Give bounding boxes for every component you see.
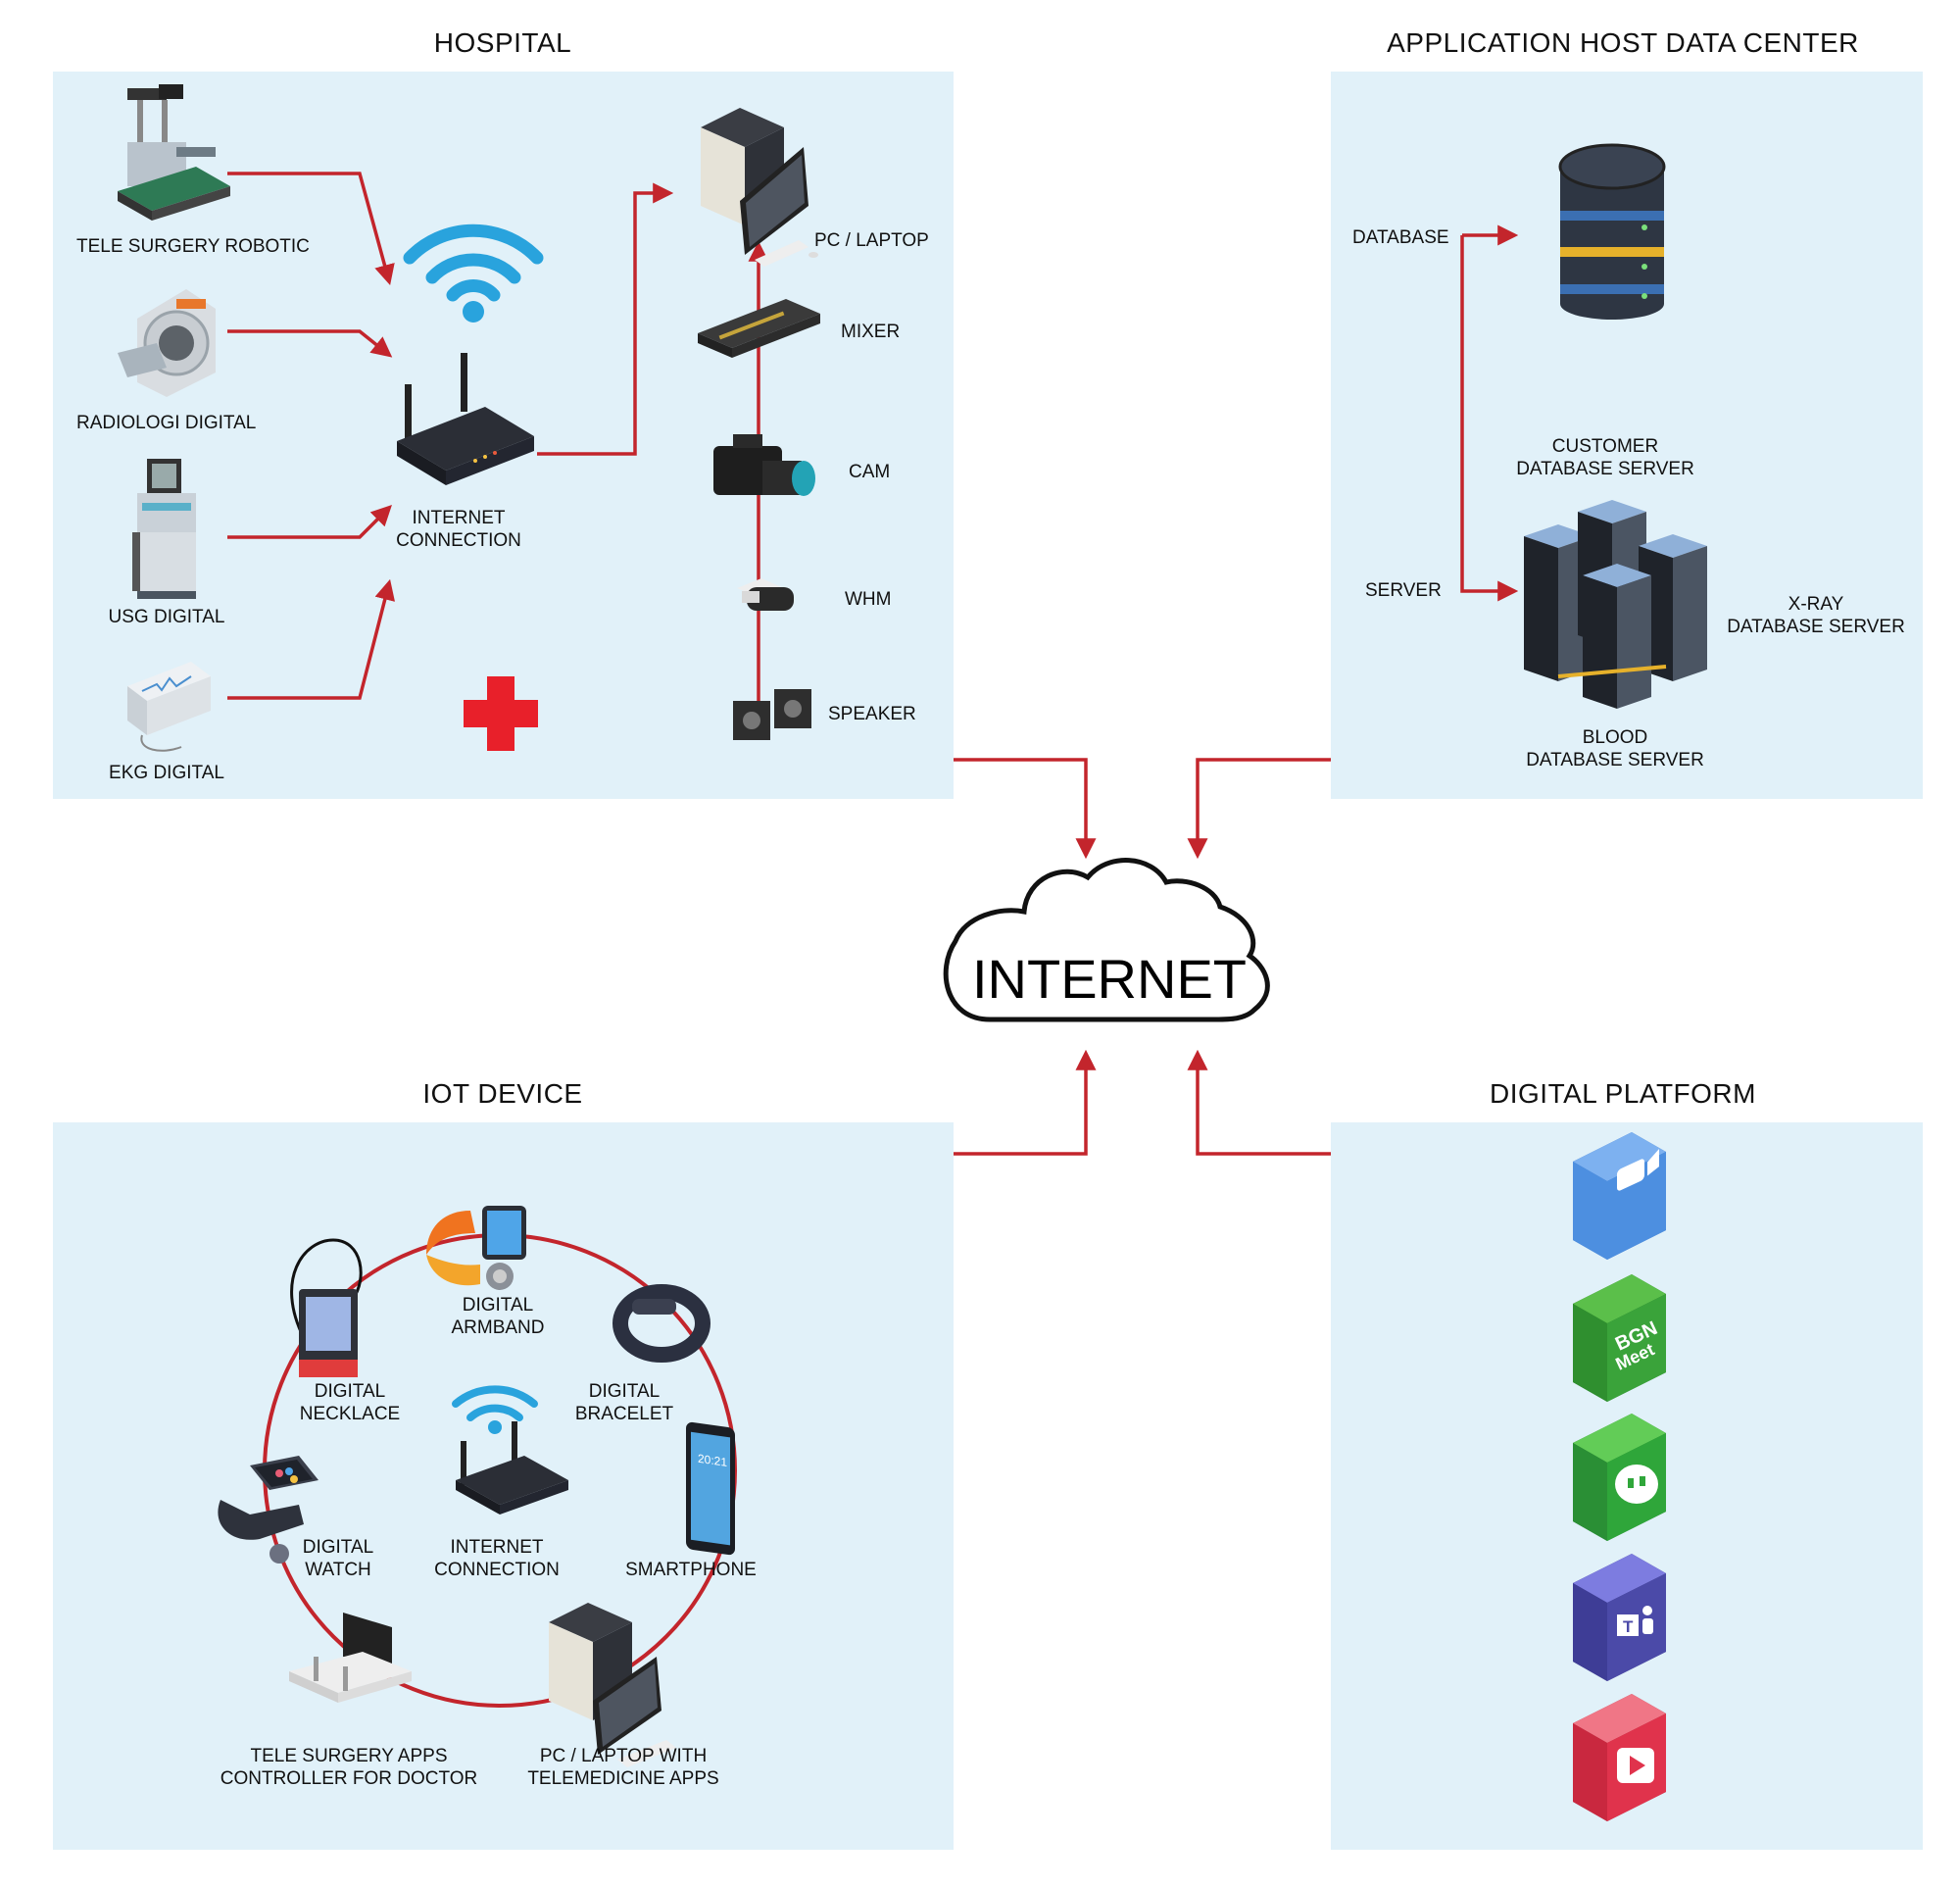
label-radiologi: RADIOLOGI DIGITAL — [76, 413, 257, 433]
bracelet-icon — [612, 1284, 710, 1363]
arrow-radiologi — [227, 329, 393, 358]
smartphone-screen-time: 20:21 — [698, 1452, 727, 1469]
app-icon-bgn-meet[interactable]: BGN Meet — [1573, 1274, 1666, 1402]
smartphone-icon: 20:21 — [686, 1421, 735, 1556]
smartwatch-icon — [218, 1456, 318, 1564]
label-pc: PC / LAPTOP — [814, 230, 929, 251]
arrow-tele-surgery — [227, 172, 395, 286]
necklace-icon — [290, 1238, 363, 1377]
hospital-title: HOSPITAL — [433, 27, 572, 58]
label-cam: CAM — [849, 462, 891, 482]
internet-connectors — [954, 758, 1331, 1156]
telemedicine-pc-icon — [549, 1603, 676, 1767]
label-tele-surgery: TELE SURGERY ROBOTIC — [76, 236, 310, 257]
surgery-controller-icon — [289, 1613, 412, 1703]
arrow-iot-internet — [954, 1049, 1097, 1156]
arrow-platform-internet — [1187, 1049, 1331, 1156]
speaker-icon — [733, 689, 811, 740]
desktop-pc-icon — [701, 108, 818, 267]
router-icon — [397, 353, 534, 485]
iot-router-icon — [456, 1421, 568, 1515]
surgery-robot-icon — [118, 84, 230, 221]
arrow-ekg — [227, 578, 395, 700]
ultrasound-icon — [132, 459, 196, 599]
arrow-hospital-internet — [954, 758, 1097, 860]
internet-label: INTERNET — [972, 948, 1247, 1010]
label-mixer: MIXER — [841, 322, 901, 342]
platform-title: DIGITAL PLATFORM — [1490, 1078, 1756, 1109]
mixer-icon — [698, 299, 820, 358]
label-database: DATABASE — [1352, 227, 1449, 248]
arrow-router-pc — [537, 182, 674, 456]
label-usg: USG DIGITAL — [108, 607, 225, 627]
armband-icon — [426, 1206, 526, 1290]
svg-text:T: T — [1623, 1617, 1634, 1636]
server-rack-icon — [1524, 500, 1707, 709]
datacenter-connectors — [1460, 224, 1519, 602]
label-server: SERVER — [1365, 580, 1442, 601]
arrow-server — [1460, 235, 1519, 602]
medical-cross-icon — [464, 676, 538, 751]
whm-device-icon — [737, 578, 794, 611]
label-whm: WHM — [845, 589, 892, 610]
arrow-usg — [227, 505, 392, 539]
app-icon-hangouts[interactable] — [1573, 1414, 1666, 1541]
app-icon-zoom[interactable] — [1573, 1132, 1666, 1260]
mri-scanner-icon — [118, 289, 216, 397]
app-icon-video[interactable] — [1573, 1694, 1666, 1821]
iot-wifi-icon — [452, 1385, 538, 1434]
label-ekg: EKG DIGITAL — [109, 763, 224, 783]
internet-cloud: INTERNET — [943, 858, 1270, 1022]
database-icon — [1558, 143, 1666, 320]
camera-icon — [713, 434, 815, 496]
arrow-datacenter-internet — [1187, 758, 1331, 860]
app-icon-teams[interactable]: T — [1573, 1554, 1666, 1681]
label-smartphone: SMARTPHONE — [625, 1560, 757, 1580]
label-speaker: SPEAKER — [828, 704, 916, 724]
wifi-icon — [403, 223, 544, 323]
ekg-machine-icon — [127, 662, 211, 752]
iot-title: IOT DEVICE — [422, 1078, 583, 1109]
datacenter-title: APPLICATION HOST DATA CENTER — [1387, 27, 1859, 58]
